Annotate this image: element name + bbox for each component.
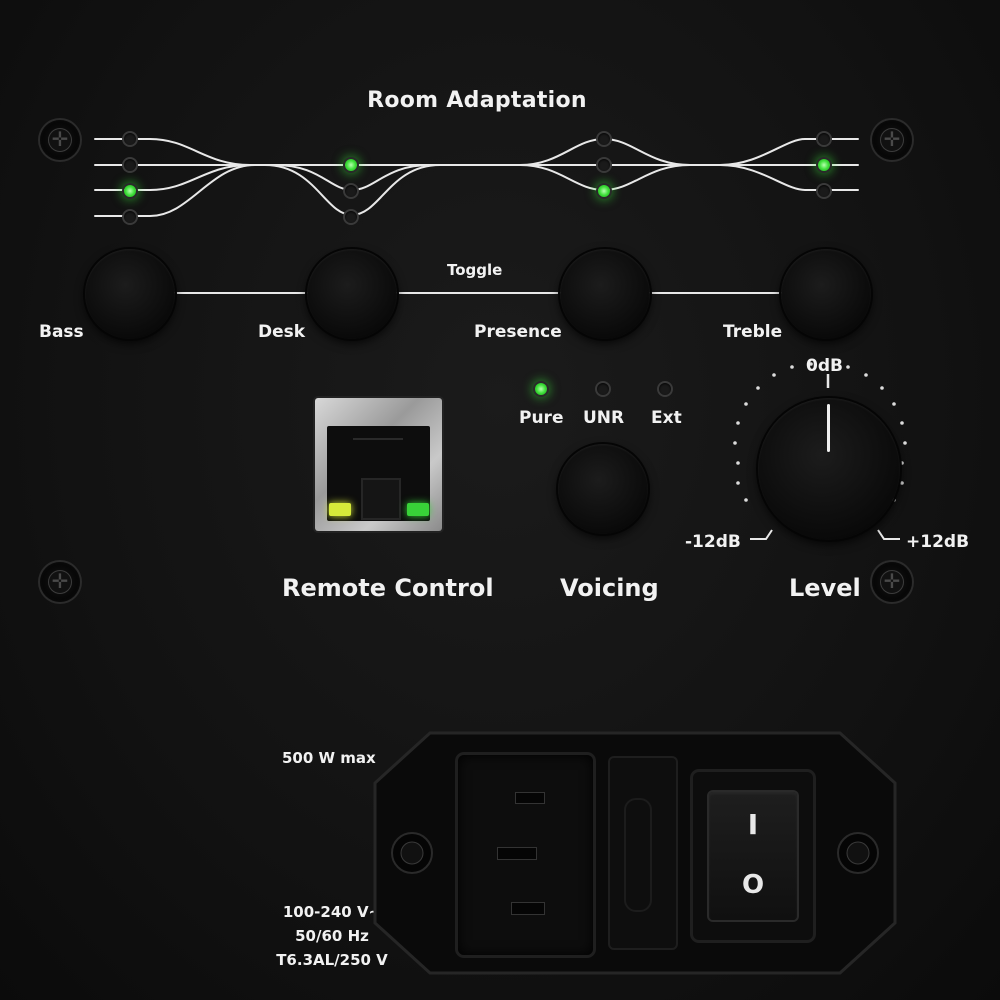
toggle-line [130, 292, 825, 294]
treble-button[interactable] [781, 249, 871, 339]
desk-led-3 [345, 211, 357, 223]
presence-led-3 [598, 185, 610, 197]
voicing-unr-label: UNR [583, 408, 625, 428]
voicing-pure-label: Pure [519, 408, 564, 428]
treble-label: Treble [723, 322, 783, 342]
treble-led-3 [818, 185, 830, 197]
voicing-label: Voicing [560, 574, 659, 602]
presence-button[interactable] [560, 249, 650, 339]
bass-button[interactable] [85, 249, 175, 339]
presence-led-1 [598, 133, 610, 145]
power-spec-fuse: T6.3AL/250 V [276, 951, 388, 969]
iec-pin-top [516, 793, 544, 803]
iec-pin-middle [498, 848, 536, 859]
iec-power-socket[interactable] [458, 755, 593, 955]
power-spec-frequency: 50/60 Hz [295, 927, 369, 945]
level-max-label: +12dB [906, 532, 970, 552]
voicing-ext-label: Ext [651, 408, 682, 428]
iec-pin-bottom [512, 903, 544, 914]
bass-led-4 [124, 211, 136, 223]
level-scale-graphic [733, 362, 907, 540]
screw-middle-left [40, 562, 80, 602]
room-adaptation-title: Room Adaptation [367, 88, 587, 113]
eq-curves-graphic [94, 137, 859, 217]
voicing-ext-led [659, 383, 671, 395]
level-zero-db-label: 0dB [806, 356, 843, 376]
treble-led-1 [818, 133, 830, 145]
level-knob[interactable] [758, 398, 900, 540]
power-spec-voltage: 100-240 V~ [282, 903, 382, 921]
presence-label: Presence [474, 322, 562, 342]
power-spec: 100-240 V~ 50/60 Hz T6.3AL/250 V [262, 900, 402, 972]
switch-on-symbol: I [747, 808, 759, 841]
fuse-drawer[interactable] [610, 758, 676, 948]
voicing-pure-led [535, 383, 547, 395]
bass-led-1 [124, 133, 136, 145]
rj45-activity-led [329, 503, 351, 516]
rj45-port[interactable] [315, 398, 442, 531]
voicing-button[interactable] [558, 444, 648, 534]
screw-top-left [40, 120, 80, 160]
desk-button[interactable] [307, 249, 397, 339]
bass-label: Bass [39, 322, 84, 342]
level-label: Level [789, 574, 861, 602]
screw-middle-right [872, 562, 912, 602]
desk-label: Desk [258, 322, 306, 342]
remote-control-label: Remote Control [282, 574, 494, 602]
power-max-label: 500 W max [282, 749, 376, 767]
power-switch[interactable]: I O [693, 772, 813, 940]
treble-led-2 [818, 159, 830, 171]
bass-led-2 [124, 159, 136, 171]
switch-off-symbol: O [741, 870, 765, 900]
bass-led-3 [124, 185, 136, 197]
presence-led-2 [598, 159, 610, 171]
rj45-link-led [407, 503, 429, 516]
desk-led-2 [345, 185, 357, 197]
toggle-label: Toggle [447, 261, 503, 279]
level-knob-indicator [827, 404, 830, 452]
level-min-label: -12dB [685, 532, 741, 552]
desk-led-1 [345, 159, 357, 171]
voicing-unr-led [597, 383, 609, 395]
screw-top-right [872, 120, 912, 160]
